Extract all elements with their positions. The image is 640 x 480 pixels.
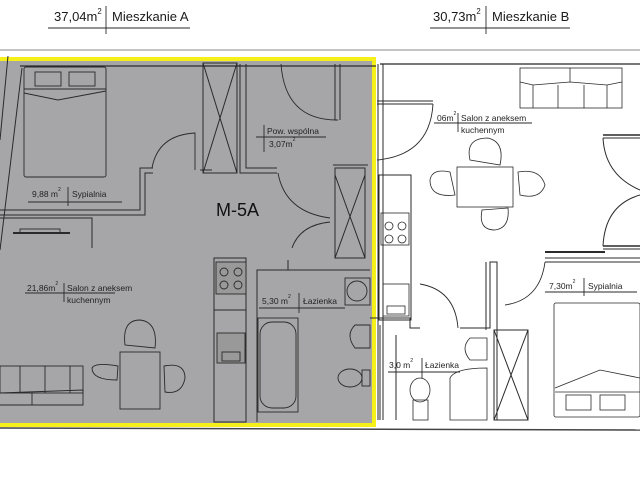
bathtub-icon <box>257 317 299 413</box>
apartment-a-area-label: 37,04m2 <box>54 7 102 24</box>
living-b-area: 06m2 <box>437 111 457 123</box>
stove-icon <box>215 261 247 295</box>
furniture-b <box>380 67 640 421</box>
apartment-a-area[interactable] <box>0 57 376 427</box>
common-area-size: 3,07m2 <box>269 137 296 149</box>
living-a-area: 21,86m2 <box>27 281 59 293</box>
sink-icon <box>216 332 246 364</box>
bedroom-a-area: 9,88 m2 <box>32 187 61 199</box>
bedroom-b-name: Sypialnia <box>588 281 623 291</box>
bedroom-a-name: Sypialnia <box>72 189 107 199</box>
apartment-b-name: Mieszkanie B <box>492 9 570 24</box>
bathroom-a-area: 5,30 m2 <box>262 294 291 306</box>
furniture-a <box>0 66 371 413</box>
label-lines <box>25 6 637 378</box>
bed-icon <box>23 66 107 178</box>
bed-icon-b <box>553 302 640 418</box>
living-a-name-line2: kuchennym <box>67 295 111 305</box>
bathroom-b-name: Łazienka <box>425 360 460 370</box>
stove-icon-b <box>380 212 410 246</box>
bedroom-b-area: 7,30m2 <box>549 279 576 291</box>
bathroom-a-name: Łazienka <box>303 296 338 306</box>
living-b-name-line1: Salon z aneksem <box>461 113 527 123</box>
doors <box>151 63 546 329</box>
apartment-a-name: Mieszkanie A <box>112 9 189 24</box>
sofa-icon <box>519 67 623 109</box>
walls <box>0 49 640 431</box>
living-a-name-line1: Salon z aneksem <box>67 283 133 293</box>
bathroom-b-area: 3,0 m2 <box>389 358 414 370</box>
apartment-b-area-label: 30,73m2 <box>433 7 481 24</box>
living-b-name-line2: kuchennym <box>461 125 505 135</box>
common-area-name: Pow. wspólna <box>267 126 319 136</box>
unit-label: M-5A <box>216 200 260 220</box>
